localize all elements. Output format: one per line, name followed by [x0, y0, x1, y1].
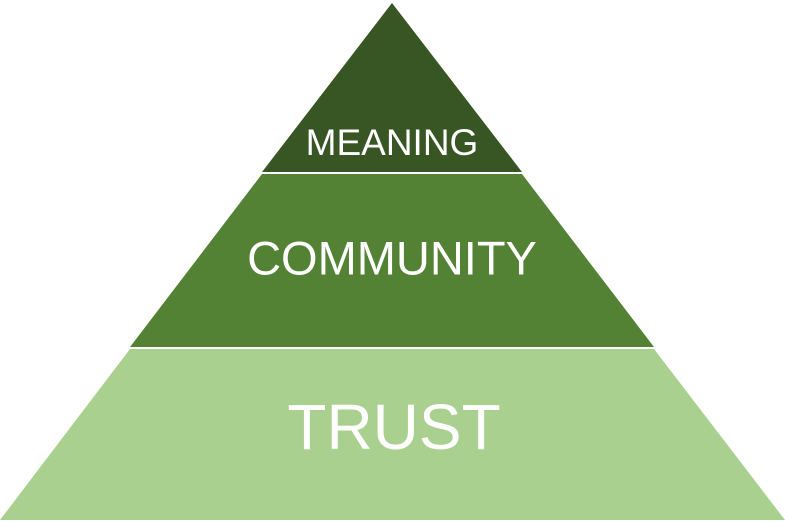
pyramid-tier-trust	[0, 349, 785, 520]
pyramid-tier-meaning	[262, 3, 522, 172]
tier-label-meaning: MEANING	[306, 122, 479, 163]
tier-label-trust: TRUST	[287, 391, 500, 463]
tier-label-community: COMMUNITY	[247, 231, 537, 284]
pyramid-tier-community	[130, 174, 654, 347]
